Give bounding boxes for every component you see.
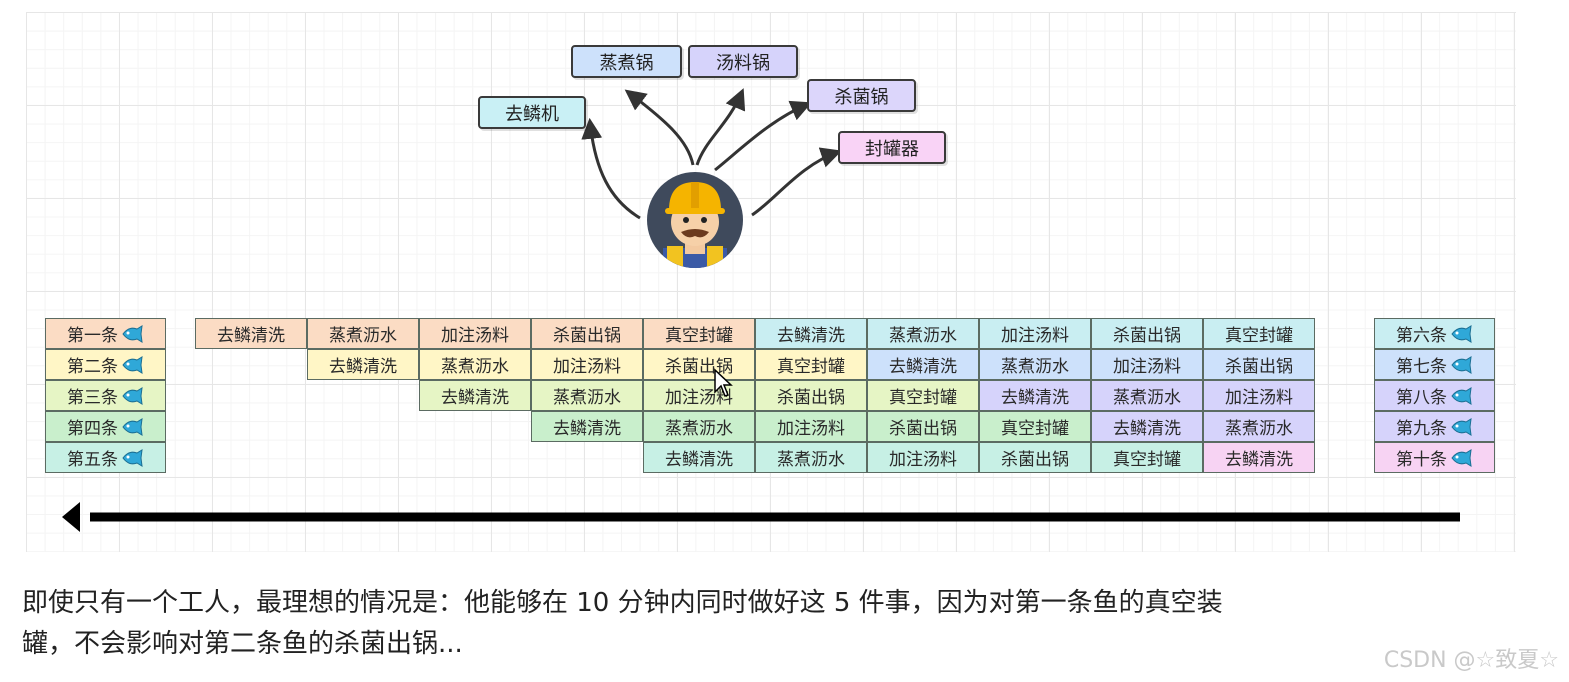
row-label-text: 第九条 bbox=[1396, 414, 1447, 439]
row-label-text: 第七条 bbox=[1396, 352, 1447, 377]
arrow-to-steam-pot bbox=[628, 92, 693, 165]
arrow-to-descaler bbox=[590, 122, 640, 218]
schedule-cell: 杀菌出锅 bbox=[979, 442, 1091, 473]
schedule-cell: 蒸煮沥水 bbox=[867, 318, 979, 349]
fish-icon bbox=[120, 418, 144, 436]
schedule-cell: 蒸煮沥水 bbox=[755, 442, 867, 473]
schedule-cell: 去鳞清洗 bbox=[419, 380, 531, 411]
row-label-7: 第七条 bbox=[1374, 349, 1495, 380]
caption-text: 即使只有一个工人，最理想的情况是：他能够在 10 分钟内同时做好这 5 件事，因… bbox=[22, 583, 1542, 665]
schedule-cell: 蒸煮沥水 bbox=[643, 411, 755, 442]
schedule-cell: 加注汤料 bbox=[867, 442, 979, 473]
fish-icon bbox=[1449, 449, 1473, 467]
schedule-cell: 去鳞清洗 bbox=[307, 349, 419, 380]
row-label-text: 第二条 bbox=[67, 352, 118, 377]
row-label-text: 第四条 bbox=[67, 414, 118, 439]
schedule-cell: 杀菌出锅 bbox=[1203, 349, 1315, 380]
watermark: CSDN @☆致夏☆ bbox=[1384, 642, 1559, 674]
schedule-cell: 真空封罐 bbox=[1091, 442, 1203, 473]
schedule-cell: 蒸煮沥水 bbox=[1091, 380, 1203, 411]
row-label-text: 第一条 bbox=[67, 321, 118, 346]
fish-icon bbox=[1449, 418, 1473, 436]
caption-line-2: 罐，不会影响对第二条鱼的杀菌出锅... bbox=[22, 624, 1542, 665]
schedule-cell: 去鳞清洗 bbox=[867, 349, 979, 380]
row-label-3: 第三条 bbox=[45, 380, 166, 411]
schedule-cell: 杀菌出锅 bbox=[531, 318, 643, 349]
task-soup-pot: 汤料锅 bbox=[688, 45, 798, 78]
row-label-2: 第二条 bbox=[45, 349, 166, 380]
schedule-cell: 真空封罐 bbox=[1203, 318, 1315, 349]
schedule-cell: 蒸煮沥水 bbox=[1203, 411, 1315, 442]
row-label-8: 第八条 bbox=[1374, 380, 1495, 411]
schedule-cell: 加注汤料 bbox=[979, 318, 1091, 349]
row-label-6: 第六条 bbox=[1374, 318, 1495, 349]
fish-icon bbox=[120, 449, 144, 467]
row-label-4: 第四条 bbox=[45, 411, 166, 442]
schedule-cell: 杀菌出锅 bbox=[755, 380, 867, 411]
fish-icon bbox=[1449, 387, 1473, 405]
schedule-cell: 去鳞清洗 bbox=[531, 411, 643, 442]
fish-icon bbox=[120, 325, 144, 343]
schedule-cell: 去鳞清洗 bbox=[755, 318, 867, 349]
schedule-cell: 杀菌出锅 bbox=[867, 411, 979, 442]
schedule-cell: 加注汤料 bbox=[531, 349, 643, 380]
row-label-1: 第一条 bbox=[45, 318, 166, 349]
schedule-cell: 加注汤料 bbox=[1203, 380, 1315, 411]
schedule-cell: 杀菌出锅 bbox=[643, 349, 755, 380]
schedule-cell: 杀菌出锅 bbox=[1091, 318, 1203, 349]
schedule-cell: 蒸煮沥水 bbox=[531, 380, 643, 411]
schedule-cell: 蒸煮沥水 bbox=[307, 318, 419, 349]
row-label-text: 第五条 bbox=[67, 445, 118, 470]
task-descaler: 去鳞机 bbox=[478, 96, 586, 129]
task-sterilize-pot: 杀菌锅 bbox=[807, 79, 916, 112]
schedule-cell: 去鳞清洗 bbox=[1203, 442, 1315, 473]
schedule-cell: 蒸煮沥水 bbox=[979, 349, 1091, 380]
fish-icon bbox=[120, 387, 144, 405]
fish-icon bbox=[1449, 356, 1473, 374]
row-label-10: 第十条 bbox=[1374, 442, 1495, 473]
schedule-cell: 蒸煮沥水 bbox=[419, 349, 531, 380]
fish-icon bbox=[1449, 325, 1473, 343]
schedule-cell: 真空封罐 bbox=[643, 318, 755, 349]
task-can-sealer: 封罐器 bbox=[838, 131, 946, 164]
schedule-cell: 真空封罐 bbox=[867, 380, 979, 411]
schedule-cell: 加注汤料 bbox=[1091, 349, 1203, 380]
row-label-text: 第十条 bbox=[1396, 445, 1447, 470]
schedule-cell: 加注汤料 bbox=[419, 318, 531, 349]
caption-line-1: 即使只有一个工人，最理想的情况是：他能够在 10 分钟内同时做好这 5 件事，因… bbox=[22, 583, 1542, 624]
row-label-5: 第五条 bbox=[45, 442, 166, 473]
row-label-text: 第八条 bbox=[1396, 383, 1447, 408]
schedule-cell: 去鳞清洗 bbox=[1091, 411, 1203, 442]
timeline-arrow-head bbox=[62, 502, 80, 532]
schedule-cell: 真空封罐 bbox=[755, 349, 867, 380]
schedule-cell: 加注汤料 bbox=[755, 411, 867, 442]
row-label-text: 第六条 bbox=[1396, 321, 1447, 346]
fish-icon bbox=[120, 356, 144, 374]
schedule-cell: 去鳞清洗 bbox=[643, 442, 755, 473]
worker-avatar-icon bbox=[645, 170, 745, 270]
schedule-cell: 去鳞清洗 bbox=[195, 318, 307, 349]
task-steam-pot: 蒸煮锅 bbox=[571, 45, 682, 78]
schedule-cell: 真空封罐 bbox=[979, 411, 1091, 442]
mouse-cursor-icon bbox=[713, 368, 733, 398]
schedule-cell: 加注汤料 bbox=[643, 380, 755, 411]
row-label-9: 第九条 bbox=[1374, 411, 1495, 442]
schedule-cell: 去鳞清洗 bbox=[979, 380, 1091, 411]
row-label-text: 第三条 bbox=[67, 383, 118, 408]
arrow-to-can-sealer bbox=[752, 152, 838, 215]
